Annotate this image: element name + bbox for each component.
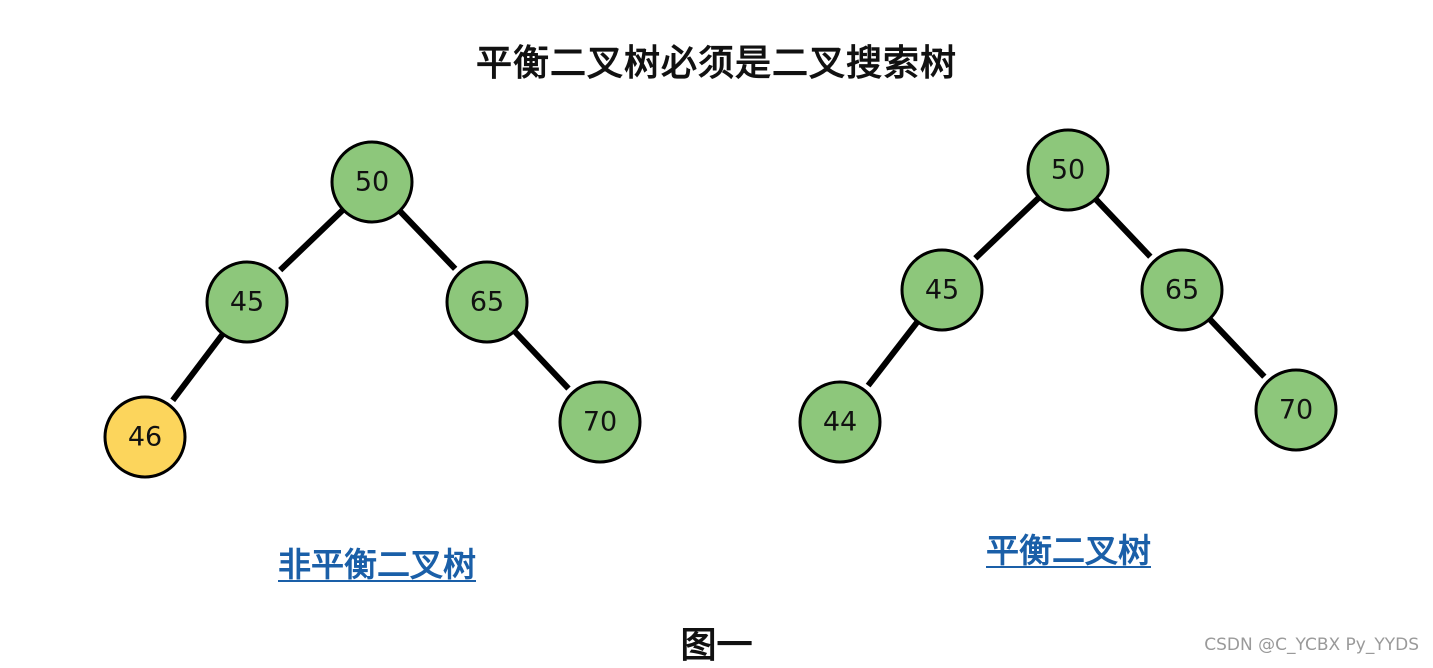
node-circle	[205, 260, 289, 344]
node-circle	[330, 140, 414, 224]
node-label: 70	[1279, 395, 1313, 426]
tree-edge	[397, 208, 458, 271]
tree-edge	[1093, 196, 1153, 259]
caption-unbalanced-tree-link[interactable]: 非平衡二叉树	[278, 545, 476, 584]
tree-node: 70	[558, 380, 642, 464]
tree-edge	[512, 329, 571, 391]
tree-node: 70	[1254, 368, 1338, 452]
watermark: CSDN @C_YCBX Py_YYDS	[1204, 635, 1419, 655]
nodes-layer: 50 45 65 46 70 50 45 65 44 70	[103, 128, 1338, 479]
node-label: 65	[1165, 275, 1199, 306]
node-label: 44	[823, 407, 857, 438]
node-label: 70	[583, 407, 617, 438]
tree-node: 65	[445, 260, 529, 344]
edges-layer	[170, 195, 1267, 403]
node-circle	[1140, 248, 1224, 332]
node-circle	[798, 380, 882, 464]
tree-edge	[1207, 316, 1267, 379]
node-label: 65	[470, 287, 504, 318]
node-label: 45	[925, 275, 959, 306]
tree-node: 44	[798, 380, 882, 464]
tree-node-highlighted: 46	[103, 395, 187, 479]
node-circle	[445, 260, 529, 344]
node-circle	[558, 380, 642, 464]
tree-node: 65	[1140, 248, 1224, 332]
tree-node: 50	[330, 140, 414, 224]
node-label: 50	[1051, 155, 1085, 186]
node-label: 45	[230, 287, 264, 318]
caption-balanced-tree-link[interactable]: 平衡二叉树	[986, 531, 1151, 570]
tree-node: 45	[900, 248, 984, 332]
tree-edge	[170, 332, 226, 403]
tree-node: 50	[1026, 128, 1110, 212]
node-circle	[900, 248, 984, 332]
tree-edge	[278, 207, 346, 273]
node-circle	[1254, 368, 1338, 452]
node-circle	[103, 395, 187, 479]
node-circle	[1026, 128, 1110, 212]
tree-edge	[865, 319, 920, 388]
tree-node: 45	[205, 260, 289, 344]
page-title: 平衡二叉树必须是二叉搜索树	[475, 42, 957, 84]
node-label: 50	[355, 167, 389, 198]
node-label: 46	[128, 422, 162, 453]
tree-edge	[973, 195, 1042, 261]
figure-label: 图一	[680, 624, 753, 666]
